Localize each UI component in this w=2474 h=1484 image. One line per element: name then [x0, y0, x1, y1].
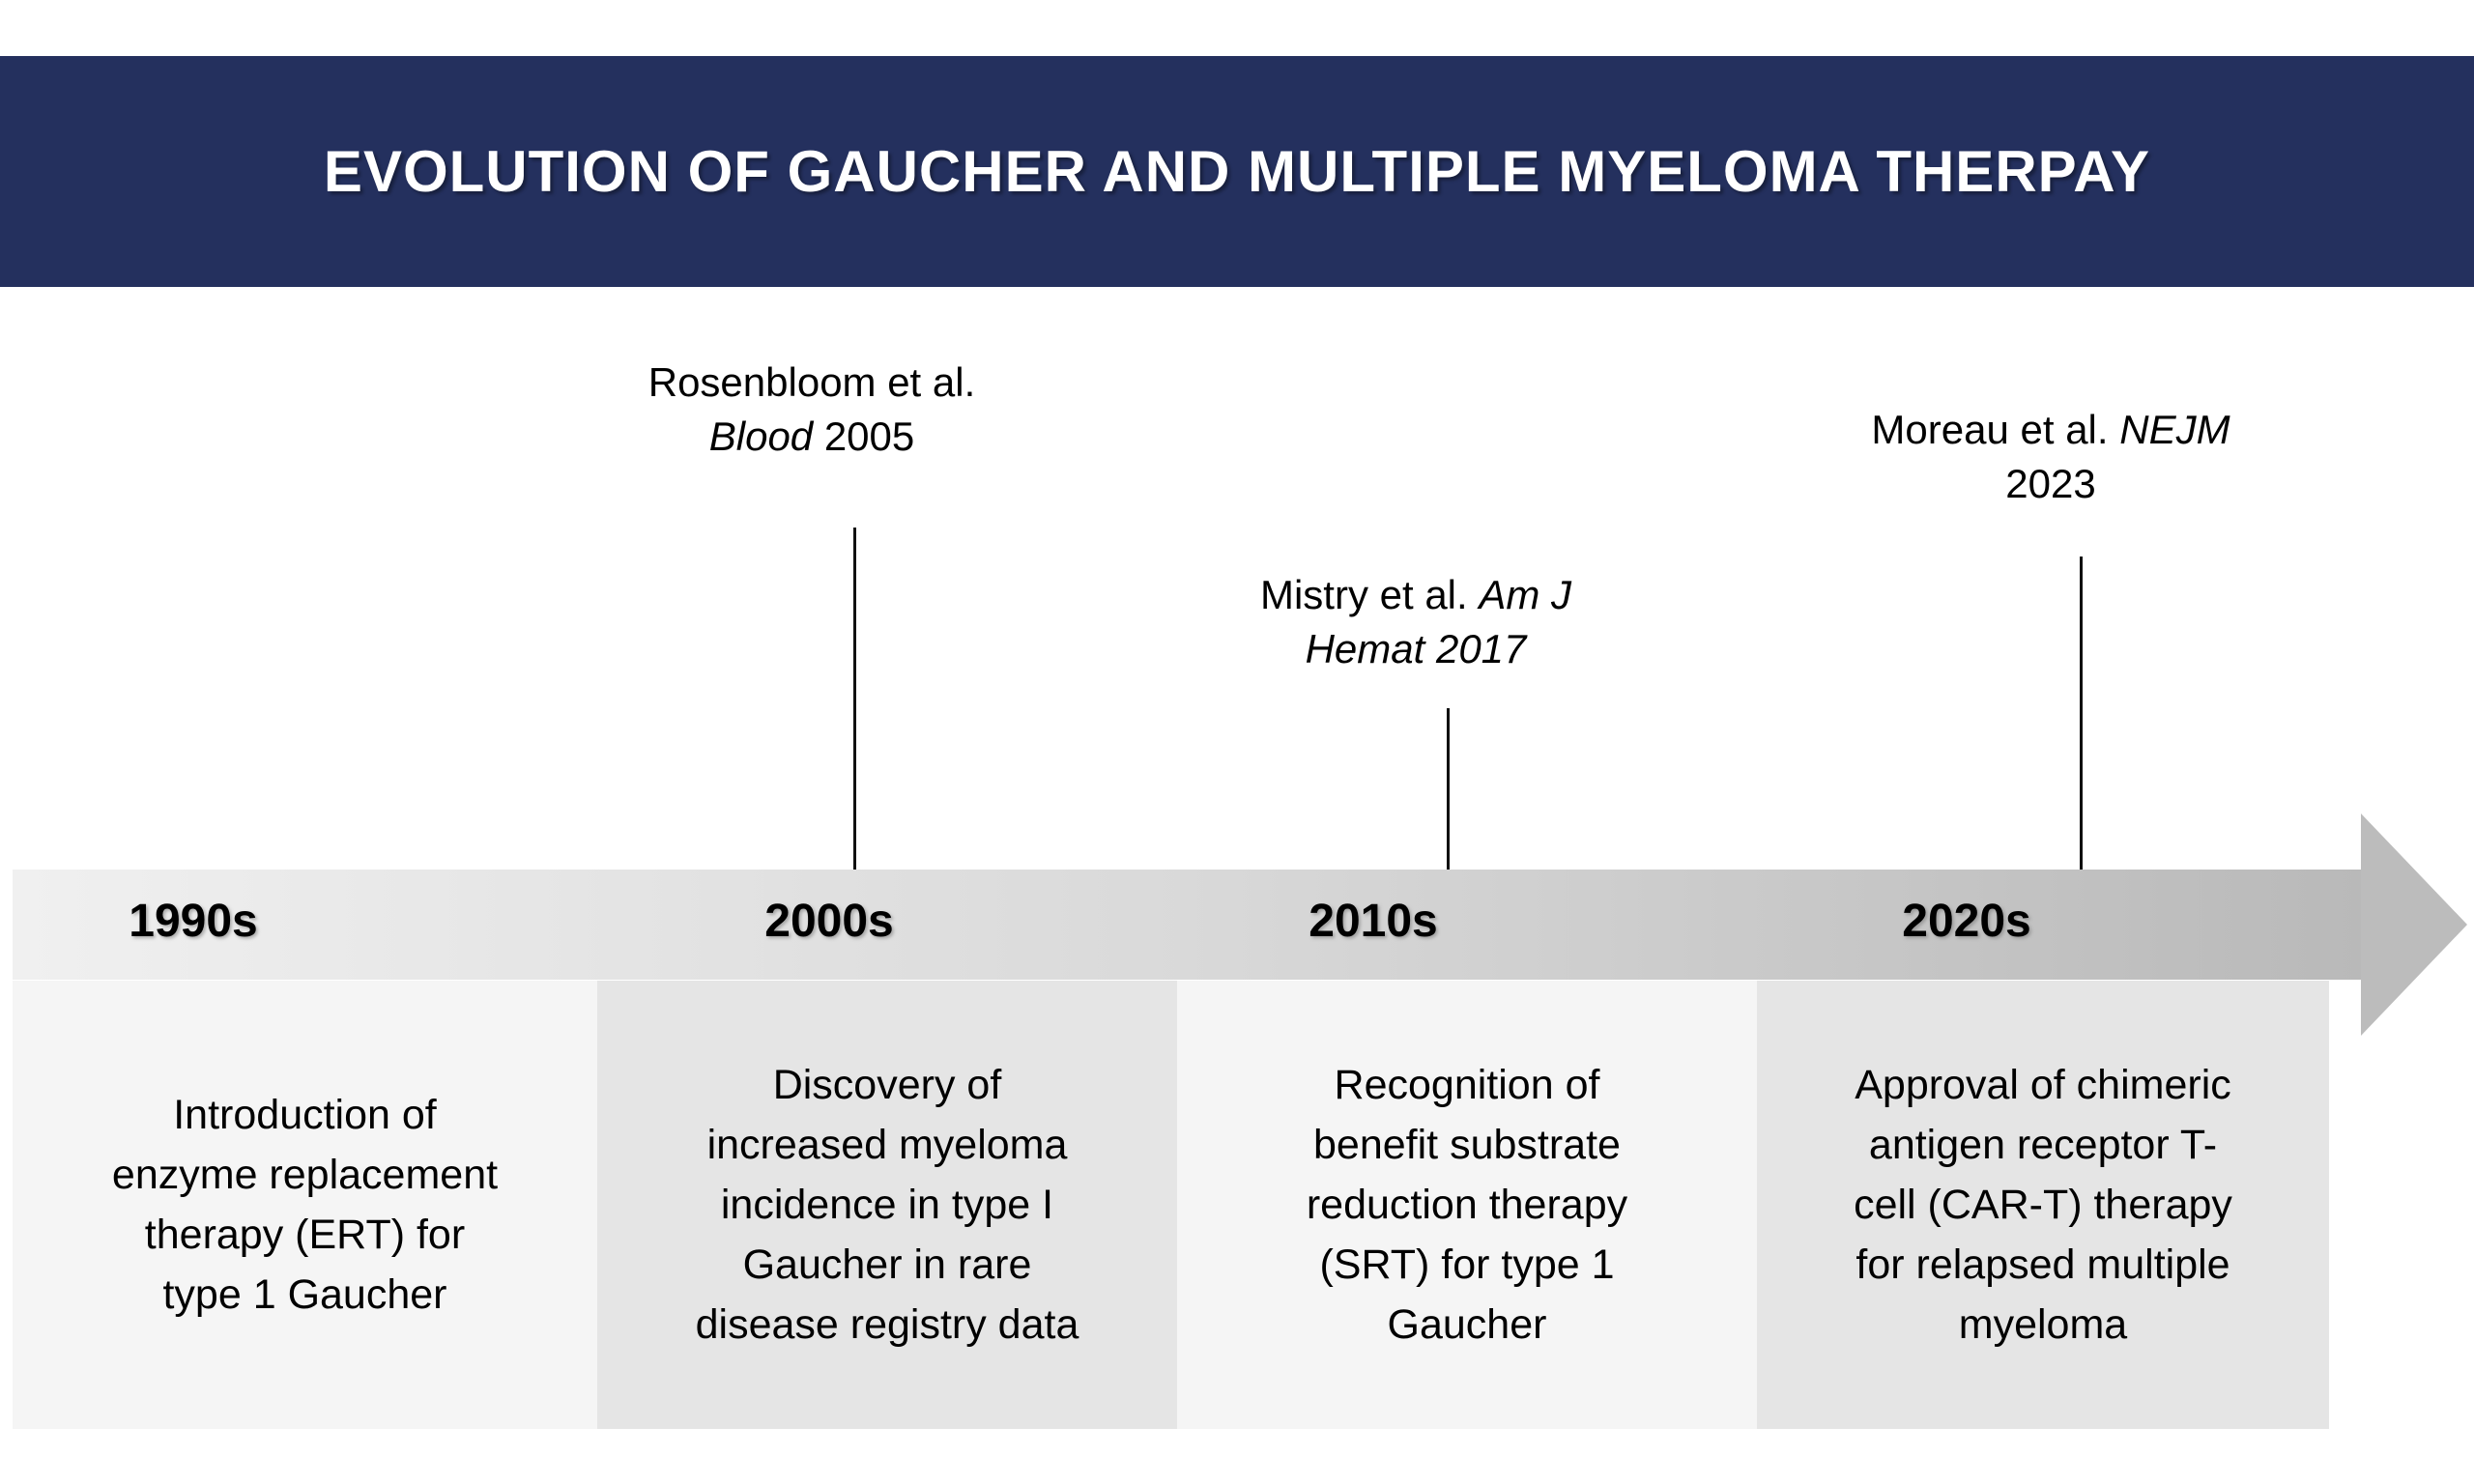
citation-line: Blood 2005 — [648, 410, 976, 464]
citation-line: Hemat 2017 — [1260, 622, 1571, 676]
decade-label-2000s: 2000s — [764, 895, 894, 947]
decade-label-2020s: 2020s — [1902, 895, 2031, 947]
citation-text: Moreau et al. — [1871, 407, 2120, 452]
event-box-2010s: Recognition of benefit substrate reducti… — [1177, 981, 1757, 1429]
citation-text: Rosenbloom et al. — [647, 359, 976, 405]
pointer-line-rosenbloom — [853, 528, 856, 870]
citation-journal: Am J — [1479, 572, 1572, 617]
pointer-line-mistry — [1447, 708, 1450, 870]
citation-line: Moreau et al. NEJM — [1871, 403, 2229, 457]
header-banner: EVOLUTION OF GAUCHER AND MULTIPLE MYELOM… — [0, 56, 2474, 287]
citation-year: 2023 — [2005, 461, 2096, 506]
event-box-2000s: Discovery of increased myeloma incidence… — [597, 981, 1177, 1429]
page-title: EVOLUTION OF GAUCHER AND MULTIPLE MYELOM… — [323, 139, 2151, 204]
citation-line: 2023 — [1871, 457, 2229, 511]
citation-rosenbloom: Rosenbloom et al. Blood 2005 — [648, 356, 976, 464]
citation-mistry: Mistry et al. Am J Hemat 2017 — [1260, 568, 1571, 676]
citation-year: 2005 — [813, 414, 915, 459]
citation-line: Mistry et al. Am J — [1260, 568, 1571, 622]
citation-journal: Blood — [708, 414, 814, 459]
event-box-2020s: Approval of chimeric antigen receptor T-… — [1757, 981, 2329, 1429]
citation-journal: NEJM — [2119, 407, 2230, 452]
citation-journal-year: Hemat 2017 — [1305, 626, 1527, 671]
citation-line: Rosenbloom et al. — [648, 356, 976, 410]
timeline-arrow-head-icon — [2361, 813, 2467, 1036]
citation-moreau: Moreau et al. NEJM 2023 — [1871, 403, 2229, 511]
decade-label-2010s: 2010s — [1309, 895, 1438, 947]
pointer-line-moreau — [2080, 556, 2083, 870]
timeline-arrow-shaft — [13, 870, 2361, 980]
event-box-1990s: Introduction of enzyme replacement thera… — [13, 981, 597, 1429]
decade-label-1990s: 1990s — [129, 895, 258, 947]
citation-text: Mistry et al. — [1259, 572, 1480, 617]
